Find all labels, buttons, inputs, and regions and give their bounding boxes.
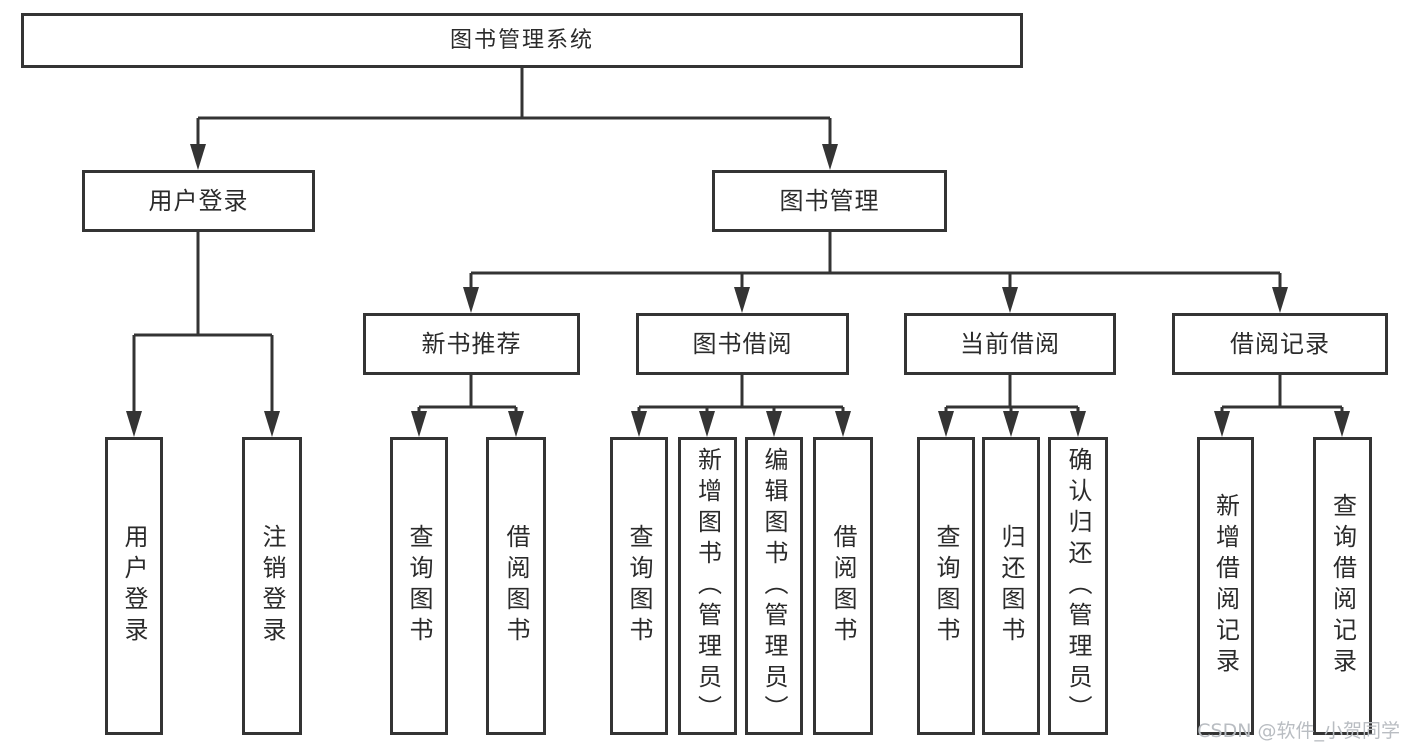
node-book-management: 图书管理 bbox=[712, 170, 947, 232]
node-borrow-records: 借阅记录 bbox=[1172, 313, 1388, 375]
leaf-query-books-recommend: 查询图书 bbox=[390, 437, 448, 735]
csdn-watermark: CSDN @软件_小贺同学 bbox=[1197, 720, 1400, 742]
arrowheads bbox=[126, 144, 1350, 437]
connector-bookmgmt-to-level3 bbox=[469, 232, 1282, 291]
connector-userlogin-to-leaves bbox=[132, 232, 274, 415]
leaf-confirm-return-admin: 确认归还（管理员） bbox=[1048, 437, 1108, 735]
node-library-system-root: 图书管理系统 bbox=[21, 13, 1023, 68]
leaf-logout: 注销登录 bbox=[242, 437, 302, 735]
leaf-edit-book-admin: 编辑图书（管理员） bbox=[745, 437, 803, 735]
node-new-book-recommend: 新书推荐 bbox=[363, 313, 580, 375]
leaf-add-book-admin: 新增图书（管理员） bbox=[678, 437, 737, 735]
connector-root-to-level2 bbox=[196, 68, 832, 148]
leaf-query-borrow-record: 查询借阅记录 bbox=[1313, 437, 1372, 735]
node-current-borrow: 当前借阅 bbox=[904, 313, 1116, 375]
connector-newbook-to-leaves bbox=[417, 375, 518, 415]
leaf-user-login: 用户登录 bbox=[105, 437, 163, 735]
leaf-query-books-current: 查询图书 bbox=[917, 437, 975, 735]
leaf-borrow-books: 借阅图书 bbox=[813, 437, 873, 735]
connector-borrowrecord-to-leaves bbox=[1220, 375, 1344, 415]
leaf-return-book: 归还图书 bbox=[982, 437, 1040, 735]
connector-bookborrow-to-leaves bbox=[637, 375, 845, 415]
leaf-query-books-borrow: 查询图书 bbox=[610, 437, 668, 735]
node-user-login: 用户登录 bbox=[82, 170, 315, 232]
leaf-add-borrow-record: 新增借阅记录 bbox=[1197, 437, 1254, 735]
connector-currentborrow-to-leaves bbox=[944, 375, 1080, 415]
node-book-borrow: 图书借阅 bbox=[636, 313, 849, 375]
leaf-borrow-books-recommend: 借阅图书 bbox=[486, 437, 546, 735]
